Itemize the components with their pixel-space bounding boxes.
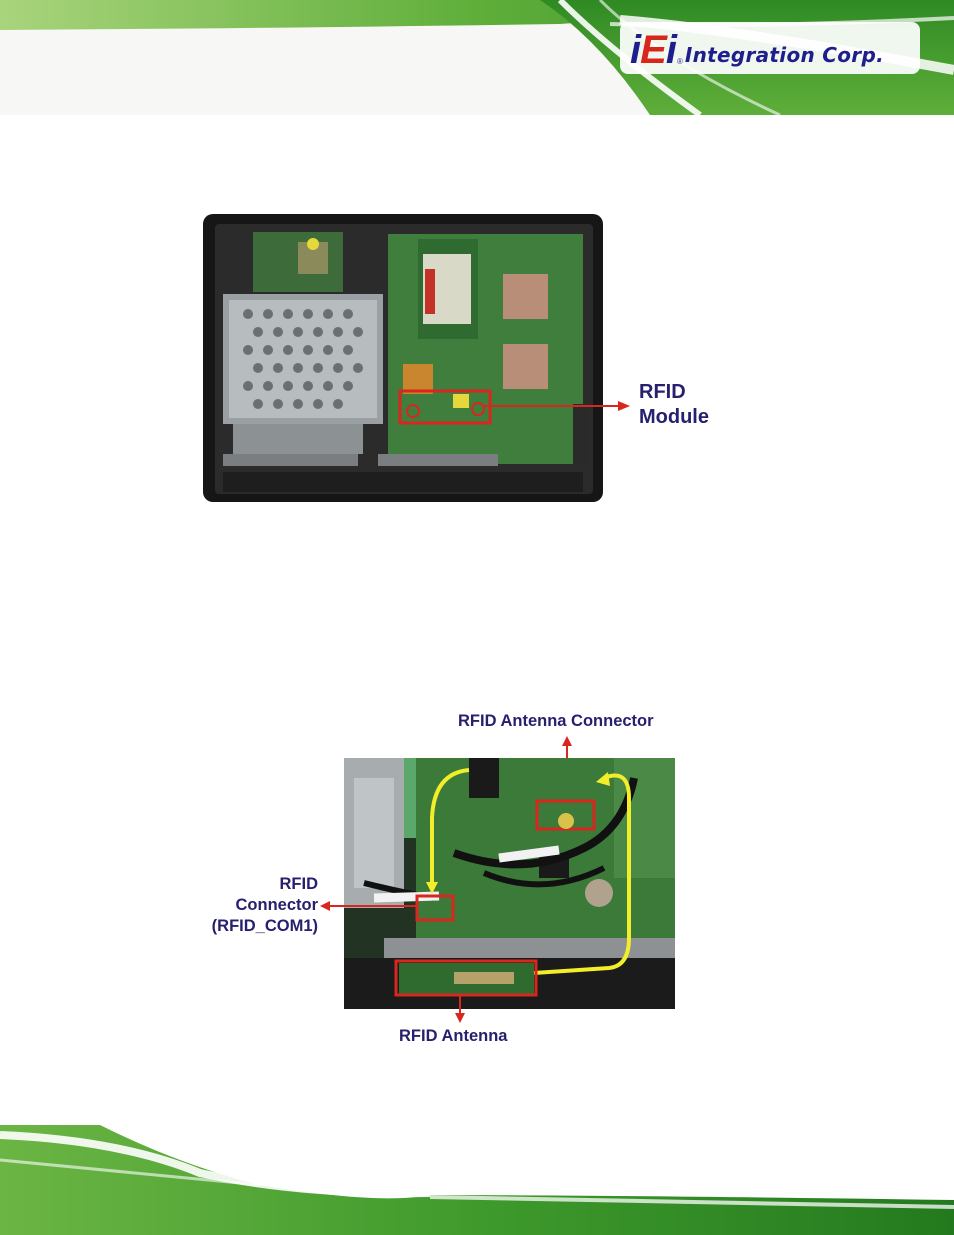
rfid-connector-highlight <box>415 894 455 922</box>
connector-line-rfid-com1: (RFID_COM1) <box>211 917 318 935</box>
rfid-connector-arrow <box>320 901 416 911</box>
rfid-antenna-connector-label: RFID Antenna Connector <box>458 712 654 730</box>
cable-route-path <box>430 768 470 886</box>
panel-pc-interior-photo <box>203 214 603 502</box>
rfid-module-arrow <box>482 401 630 411</box>
callout-line-module: Module <box>639 406 709 428</box>
rfid-connector-callout: RFID Connector (RFID_COM1) <box>190 874 318 937</box>
callout-line-rfid: RFID <box>639 381 686 403</box>
footer-green-swoosh <box>0 1125 954 1235</box>
figure-rfid-module-location <box>203 214 603 502</box>
connector-line-rfid: RFID <box>279 875 319 893</box>
rfid-antenna-arrow <box>455 995 465 1023</box>
rfid-antenna-label: RFID Antenna <box>399 1027 508 1045</box>
rfid-wiring-photo <box>344 758 675 1009</box>
figure-rfid-wiring-closeup <box>344 758 675 1009</box>
logo-company-name: Integration Corp. <box>684 43 884 67</box>
page-header: iEi ® Integration Corp. <box>0 0 954 115</box>
logo-mark: iEi <box>630 28 677 72</box>
logo-registered-mark: ® <box>676 57 683 66</box>
company-logo: iEi ® Integration Corp. <box>630 30 884 70</box>
header-green-swoosh <box>0 0 954 115</box>
antenna-connector-highlight <box>535 799 596 831</box>
rfid-antenna-highlight <box>394 959 538 997</box>
rfid-module-callout: RFID Module <box>639 380 709 430</box>
page-footer <box>0 1125 954 1235</box>
hdd-vent-holes <box>243 309 363 409</box>
connector-line-connector: Connector <box>235 896 319 914</box>
